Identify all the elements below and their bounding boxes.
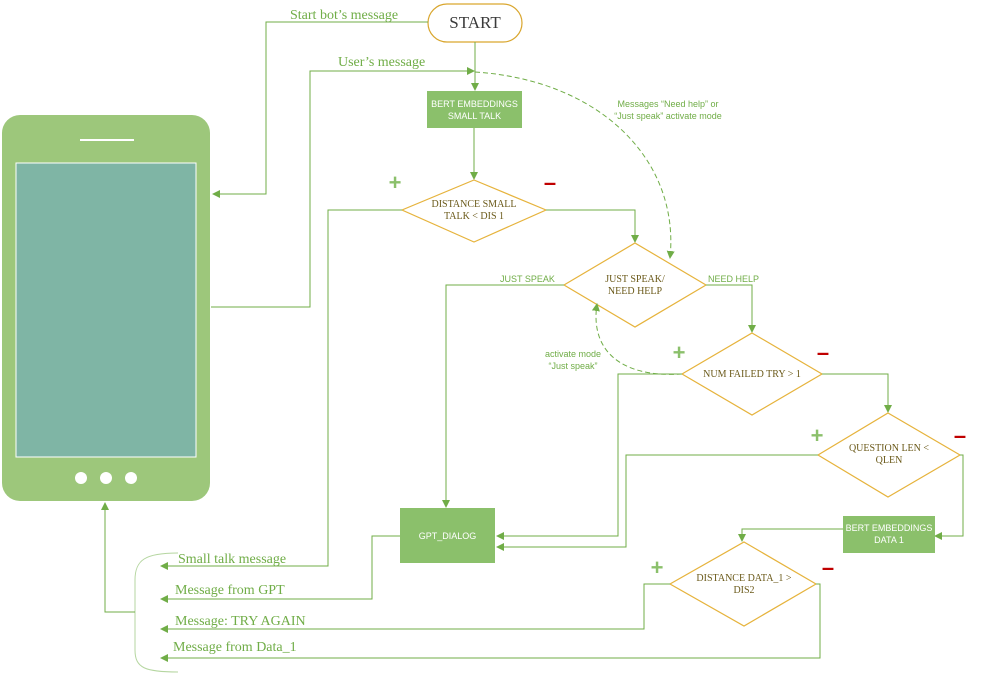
- gpt-message-connector: [160, 535, 400, 603]
- just-speak-need-help-diamond: [562, 242, 708, 328]
- distance-data1-plus: +: [651, 555, 664, 580]
- num-failed-minus-connector: [822, 373, 892, 413]
- distance-data1-diamond: [668, 541, 818, 627]
- just-speak-label: JUST SPEAK: [500, 274, 555, 284]
- distance-data1-line1: DISTANCE DATA_1 >: [696, 573, 792, 584]
- bert-small-talk-box: [427, 91, 522, 128]
- question-len-line1: QUESTION LEN <: [849, 443, 929, 454]
- phone-screen: [15, 162, 197, 458]
- gpt-dialog-box: [400, 508, 495, 563]
- phone: [2, 115, 210, 501]
- question-len-line2: QLEN: [876, 455, 903, 466]
- num-failed-try-minus: –: [817, 340, 829, 365]
- distance-data1-line2: DIS2: [733, 585, 754, 596]
- bert-data1-to-distance-connector: [738, 528, 843, 542]
- distance-data1-minus: –: [822, 555, 834, 580]
- phone-button-3: [125, 472, 137, 484]
- distance-small-talk-line2: TALK < DIS 1: [444, 211, 504, 222]
- just-speak-need-help-line1: JUST SPEAK/: [605, 274, 665, 285]
- data1-message-label: Message from Data_1: [173, 640, 297, 655]
- bert-data1-line1: BERT EMBEDDINGS: [846, 523, 933, 533]
- question-len-minus-connector: [934, 454, 964, 540]
- bert-data1-line2: DATA 1: [874, 535, 904, 545]
- start-bot-message-label: Start bot’s message: [290, 8, 398, 23]
- distance-minus-connector: [546, 209, 639, 243]
- just-speak-need-help-line2: NEED HELP: [608, 286, 663, 297]
- question-len-diamond: [816, 412, 962, 498]
- outputs-brace: [134, 552, 179, 673]
- mode-activation-dashed-connector: [474, 71, 675, 259]
- num-failed-try-diamond: [680, 332, 824, 416]
- need-help-connector: [706, 284, 756, 333]
- need-help-label: NEED HELP: [708, 274, 759, 284]
- num-failed-plus-connector: [496, 373, 682, 540]
- bert-small-talk-line2: SMALL TALK: [448, 111, 501, 121]
- mode-note-line2: “Just speak” activate mode: [614, 111, 722, 121]
- activate-mode-line1: activate mode: [545, 349, 601, 359]
- start-label: START: [449, 13, 501, 32]
- phone-button-2: [100, 472, 112, 484]
- question-len-plus-connector: [496, 454, 818, 551]
- bert-data1-box: [843, 516, 935, 553]
- mode-note-line1: Messages “Need help” or: [617, 99, 718, 109]
- return-to-phone-connector: [101, 502, 135, 613]
- small-talk-message-label: Small talk message: [178, 552, 286, 567]
- users-message-label: User’s message: [338, 55, 425, 70]
- distance-small-talk-plus: +: [389, 170, 402, 195]
- try-again-connector: [160, 583, 670, 633]
- distance-small-talk-diamond: [400, 179, 548, 243]
- gpt-dialog-label: GPT_DIALOG: [419, 531, 477, 541]
- activate-mode-line2: “Just speak”: [548, 361, 597, 371]
- question-len-minus: –: [954, 423, 966, 448]
- start-bot-message-connector: [212, 21, 428, 198]
- question-len-plus: +: [811, 423, 824, 448]
- gpt-message-label: Message from GPT: [175, 583, 285, 598]
- distance-small-talk-minus: –: [544, 170, 556, 195]
- num-failed-try-label: NUM FAILED TRY > 1: [703, 369, 801, 380]
- num-failed-try-plus: +: [673, 340, 686, 365]
- just-speak-connector: [442, 284, 564, 508]
- data1-message-connector: [160, 583, 821, 662]
- small-talk-connector: [160, 209, 402, 570]
- users-message-connector: [211, 67, 475, 308]
- distance-small-talk-line1: DISTANCE SMALL: [431, 199, 516, 210]
- try-again-message-label: Message: TRY AGAIN: [175, 614, 306, 629]
- phone-button-1: [75, 472, 87, 484]
- bert-small-talk-line1: BERT EMBEDDINGS: [431, 99, 518, 109]
